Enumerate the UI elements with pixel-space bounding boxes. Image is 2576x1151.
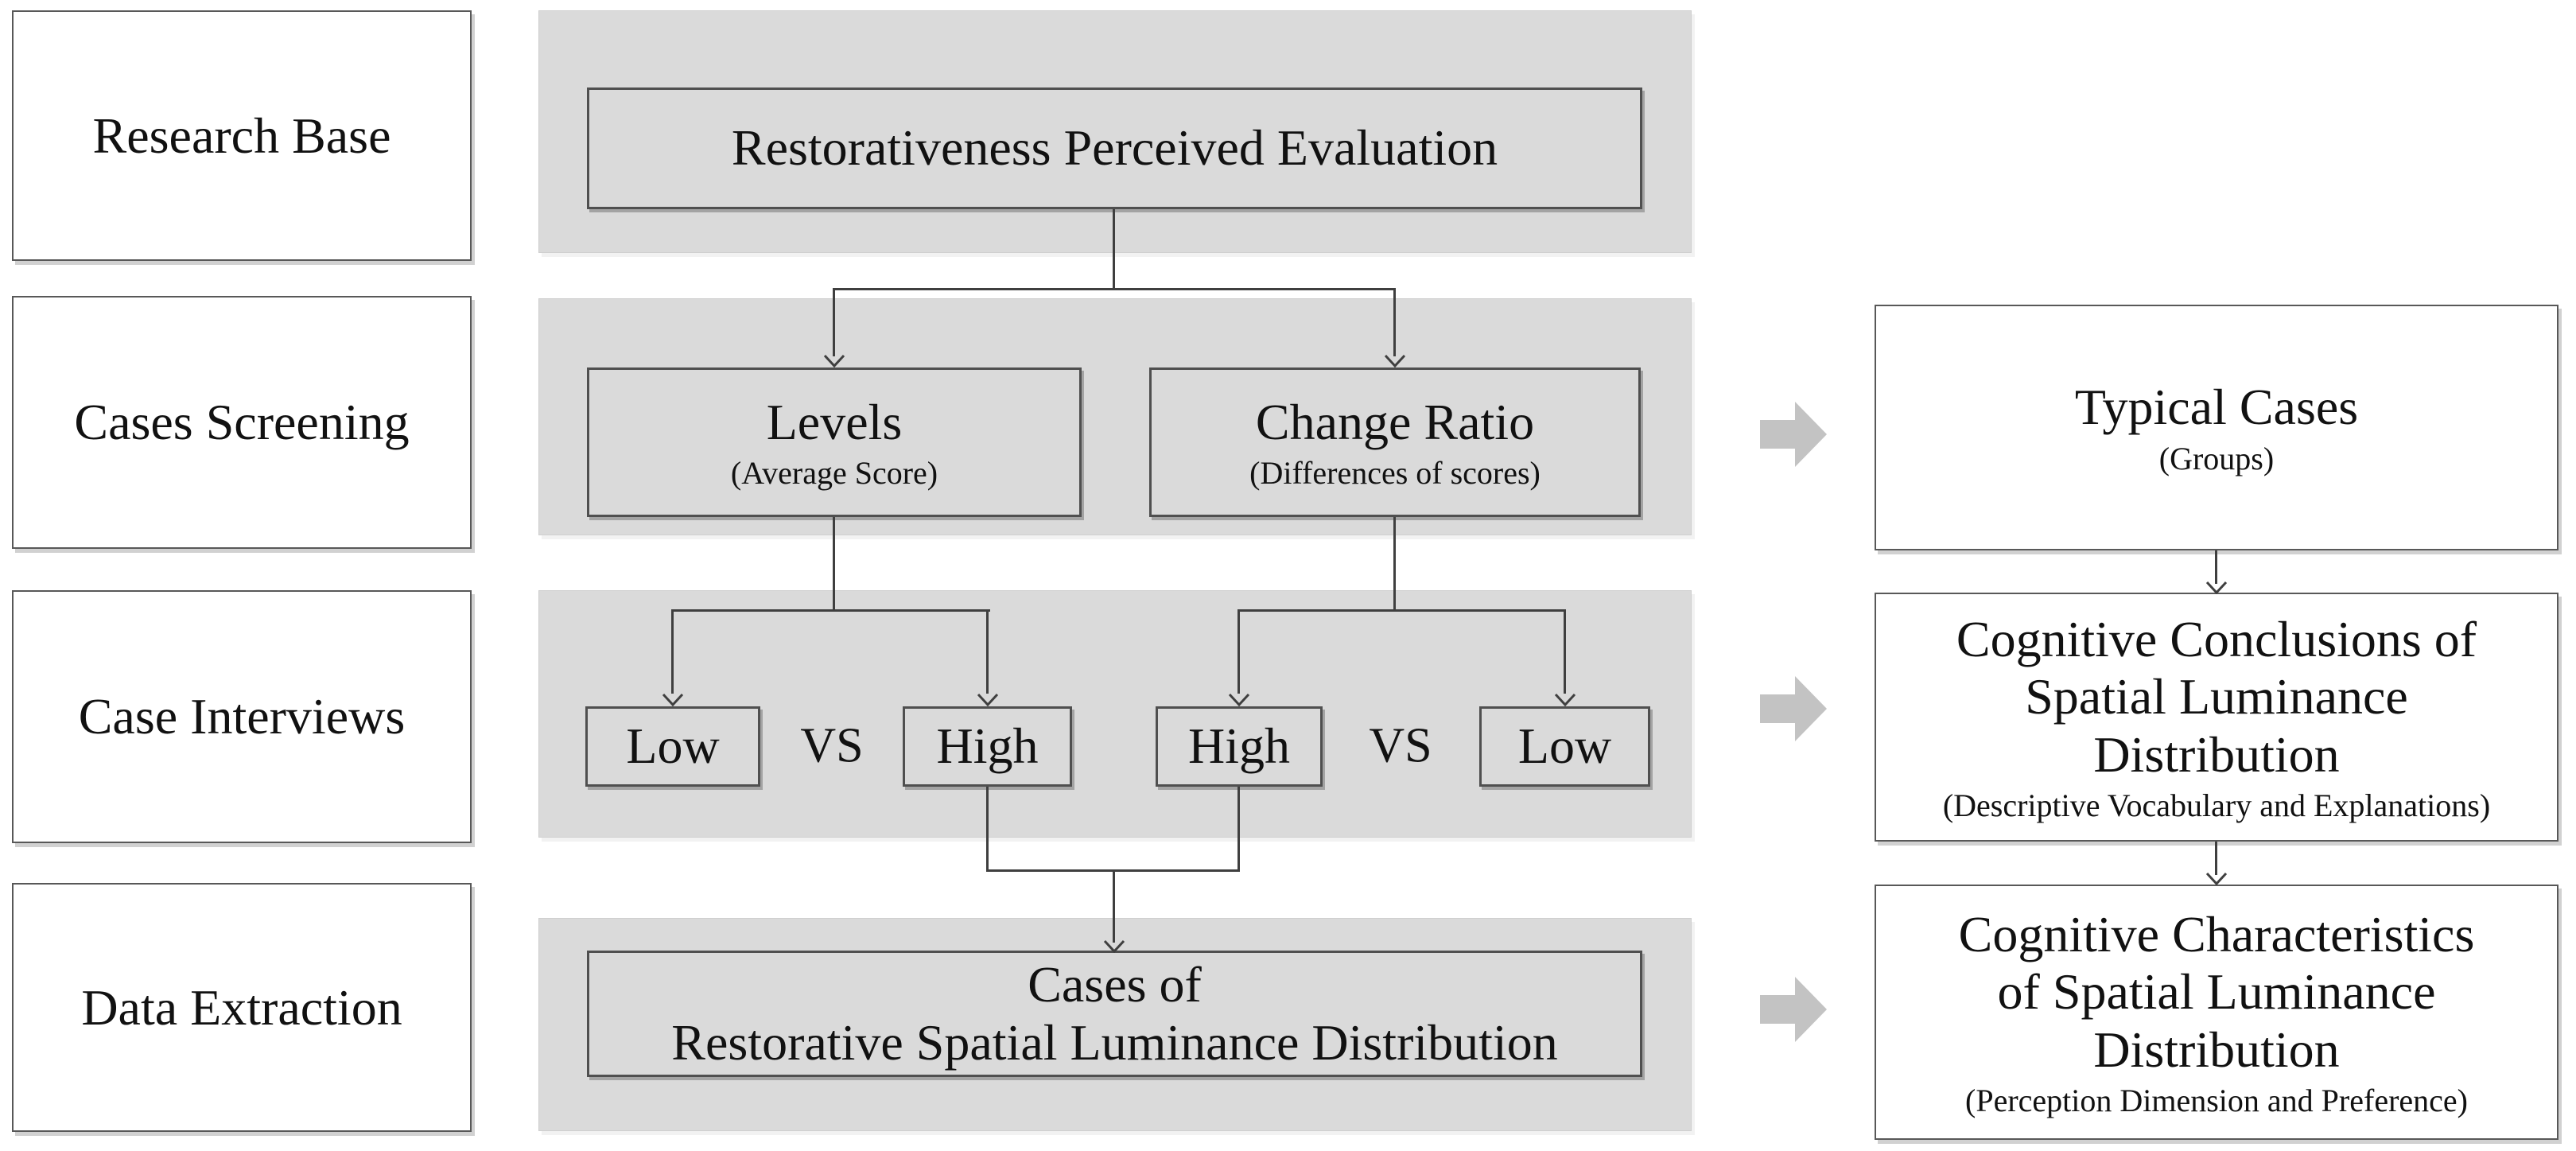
box-title: Low [626,717,720,775]
block-arrow-right-icon [1760,676,1827,741]
connector-line [2215,550,2217,584]
connector-line [1393,517,1396,609]
box-typical-cases: Typical Cases (Groups) [1875,305,2559,550]
stage-label: Cases Screening [74,394,410,450]
stage-box-data-extraction: Data Extraction [12,883,472,1132]
arrowhead-down-icon [2205,872,2228,885]
box-subtitle: (Perception Dimension and Preference) [1965,1082,2468,1118]
box-title: High [1188,717,1290,775]
arrowhead-down-icon [662,693,684,706]
box-title: Cognitive Characteristics of Spatial Lum… [1958,906,2475,1078]
arrowhead-down-icon [1103,939,1125,953]
box-title: High [936,717,1039,775]
box-title: Change Ratio [1255,393,1535,450]
arrowhead-down-icon [977,693,999,706]
connector-line [834,288,1395,290]
box-low-1: Low [585,706,760,787]
box-title: Cases of Restorative Spatial Luminance D… [671,956,1558,1071]
box-cognitive-characteristics: Cognitive Characteristics of Spatial Lum… [1875,885,2559,1140]
connector-line [833,517,835,609]
box-subtitle: (Descriptive Vocabulary and Explanations… [1942,787,2491,823]
box-subtitle: (Groups) [2158,440,2275,476]
connector-line [1564,609,1566,694]
stage-box-case-interviews: Case Interviews [12,590,472,843]
stage-label: Data Extraction [81,978,402,1036]
box-title: Restorativeness Perceived Evaluation [731,119,1498,177]
vs-label-1: VS [800,718,864,773]
connector-line [673,609,990,612]
connector-line [1393,288,1396,356]
connector-line [1237,609,1240,694]
box-high-1: High [903,706,1072,787]
connector-line [1113,869,1115,943]
stage-label: Case Interviews [78,688,406,745]
box-restorativeness-evaluation: Restorativeness Perceived Evaluation [587,87,1642,209]
arrowhead-down-icon [823,354,845,367]
box-subtitle: (Differences of scores) [1249,455,1541,492]
box-levels: Levels (Average Score) [587,367,1082,517]
stage-box-research-base: Research Base [12,10,472,261]
connector-line [986,787,989,869]
box-title: Levels [766,393,903,450]
arrowhead-down-icon [2205,581,2228,594]
box-cases-of-restorative-distribution: Cases of Restorative Spatial Luminance D… [587,951,1642,1077]
box-title: Low [1517,717,1612,775]
stage-box-cases-screening: Cases Screening [12,296,472,549]
box-change-ratio: Change Ratio (Differences of scores) [1149,367,1641,517]
box-title: Cognitive Conclusions of Spatial Luminan… [1956,611,2477,783]
connector-line [1239,609,1565,612]
box-title: Typical Cases [2074,379,2359,436]
connector-line [1113,209,1115,288]
stage-label: Research Base [92,107,391,164]
connector-line [2215,842,2217,875]
block-arrow-right-icon [1760,402,1827,467]
arrowhead-down-icon [1384,354,1406,367]
vs-label-2: VS [1369,718,1432,773]
connector-line [1237,787,1240,869]
connector-line [986,609,989,694]
box-subtitle: (Average Score) [730,455,938,492]
arrowhead-down-icon [1554,693,1576,706]
connector-line [671,609,674,694]
box-cognitive-conclusions: Cognitive Conclusions of Spatial Luminan… [1875,593,2559,842]
connector-line [833,288,835,356]
box-high-2: High [1156,706,1323,787]
box-low-2: Low [1479,706,1650,787]
block-arrow-right-icon [1760,977,1827,1042]
arrowhead-down-icon [1228,693,1250,706]
